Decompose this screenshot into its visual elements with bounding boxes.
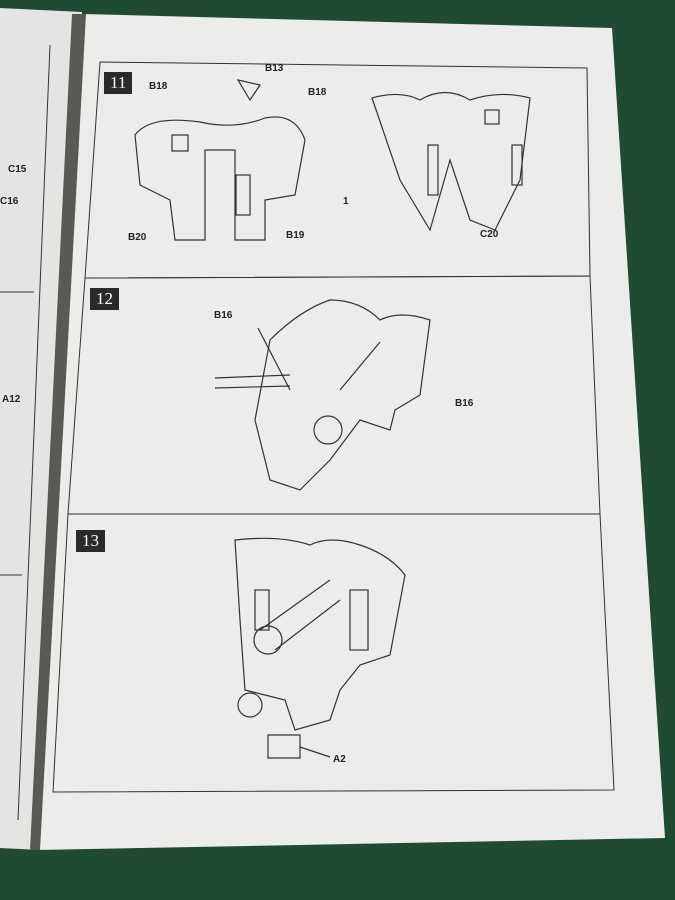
step-11-number: 11 [104, 72, 133, 94]
left-page [0, 8, 82, 850]
part-label-b16: B16 [455, 398, 474, 409]
step-12-number: 12 [90, 288, 119, 310]
step-13-illustration [234, 537, 406, 759]
step-13-number: 13 [76, 530, 105, 552]
part-label-b18: B18 [308, 87, 327, 98]
part-label-c20: C20 [480, 229, 499, 240]
left-label-c15: C15 [8, 164, 27, 175]
part-label-1: 1 [343, 196, 349, 207]
page-shadow [30, 14, 86, 850]
part-label-b20: B20 [128, 232, 147, 243]
step-11-illustration [134, 79, 531, 241]
left-label-c16: C16 [0, 196, 19, 207]
part-label-b16: B16 [214, 310, 233, 321]
step-13-panel [52, 513, 615, 793]
left-page-frame [17, 44, 51, 821]
part-label-a2: A2 [333, 754, 346, 765]
part-label-b19: B19 [286, 230, 305, 241]
part-label-b13: B13 [265, 63, 284, 74]
step-12-illustration [214, 299, 431, 491]
part-label-b18: B18 [149, 81, 168, 92]
left-label-a12: A12 [2, 394, 21, 405]
